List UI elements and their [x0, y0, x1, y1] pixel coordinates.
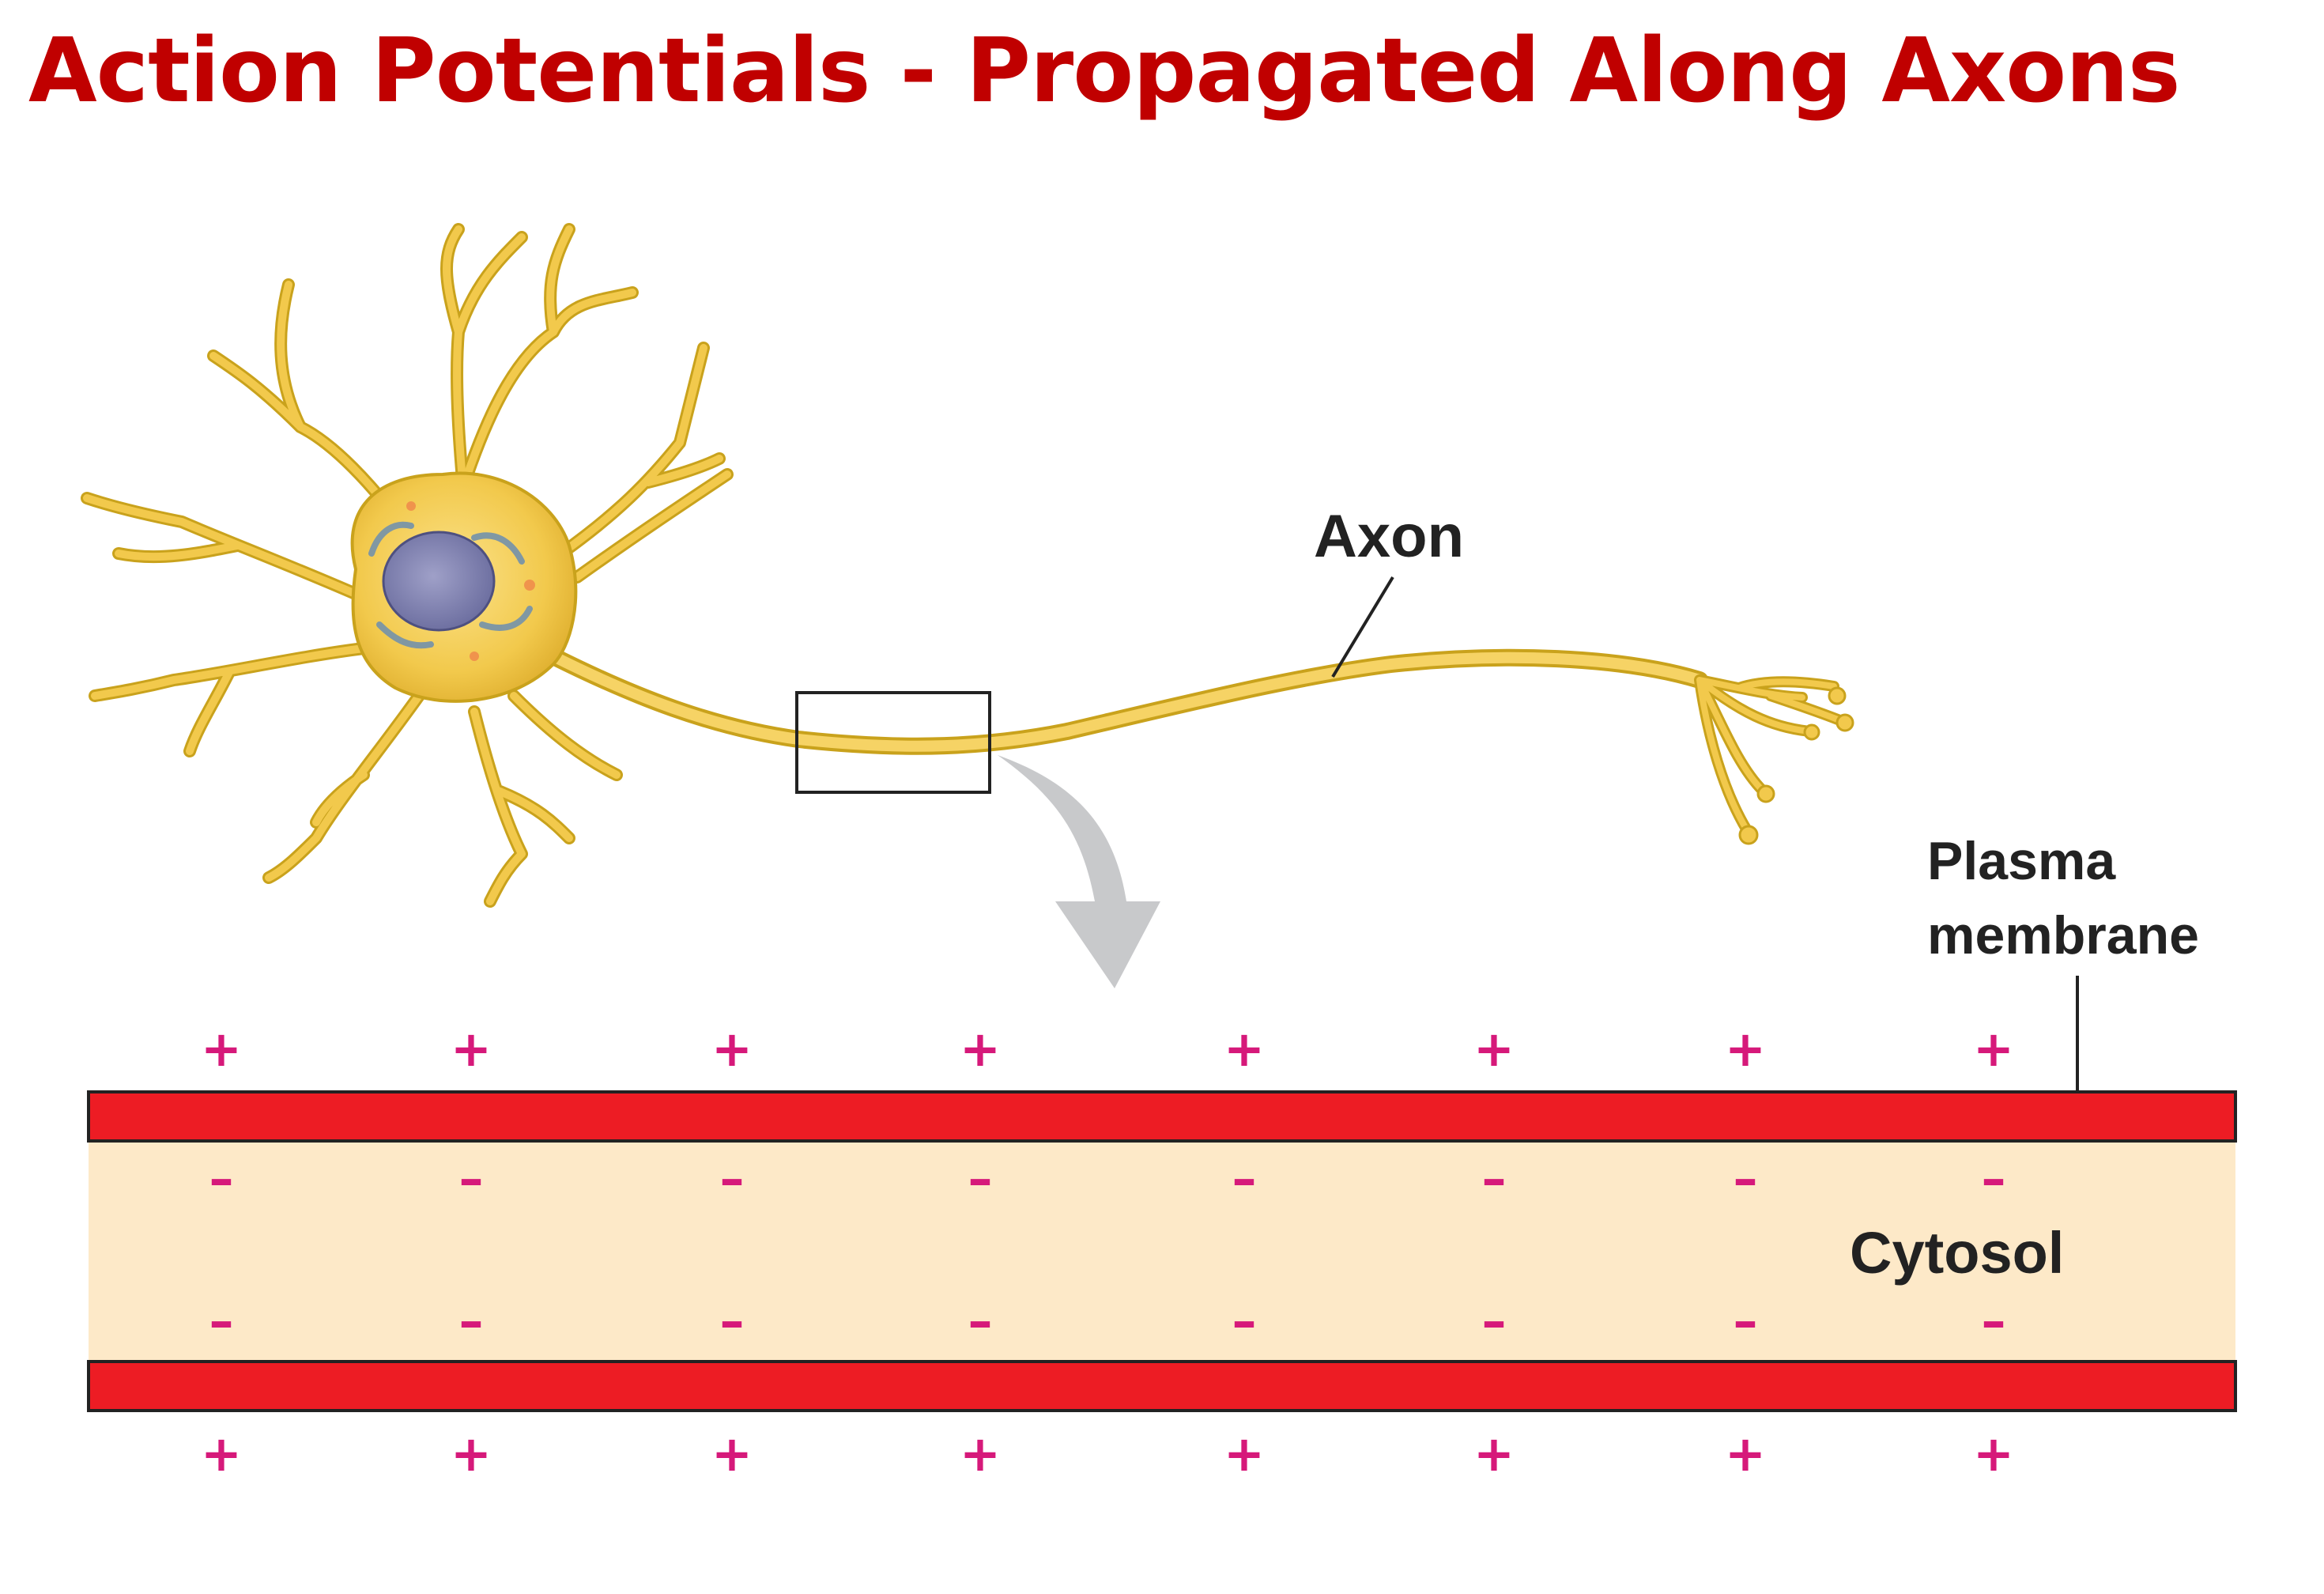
outside-positive-charge: +: [1973, 1020, 2014, 1078]
outside-positive-charge: +: [201, 1020, 242, 1078]
axon-pointer-line: [1331, 576, 1394, 678]
axon-terminals: [1694, 674, 1854, 845]
outside-positive-charge: +: [960, 1425, 1001, 1483]
zoom-box: [795, 691, 991, 794]
nucleus: [382, 531, 496, 632]
outside-positive-charge: +: [1973, 1425, 2014, 1483]
axon-label: Axon: [1314, 503, 1464, 570]
inside-negative-charge: –: [1734, 1292, 1758, 1350]
lower-membrane: [87, 1360, 2237, 1412]
inside-negative-charge: –: [1232, 1292, 1257, 1350]
outside-positive-charge: +: [711, 1020, 753, 1078]
outside-positive-charge: +: [711, 1425, 753, 1483]
outside-positive-charge: +: [451, 1020, 492, 1078]
outside-positive-charge: +: [1473, 1020, 1515, 1078]
inside-negative-charge: –: [968, 1292, 993, 1350]
neuron: [81, 223, 1854, 908]
plasma-membrane-label-line1: Plasma: [1927, 831, 2116, 891]
plasma-membrane-label-line2: membrane: [1927, 905, 2199, 965]
magnify-arrow: [998, 755, 1160, 988]
inside-negative-charge: –: [459, 1150, 484, 1207]
outside-positive-charge: +: [1725, 1425, 1766, 1483]
outside-positive-charge: +: [1224, 1020, 1265, 1078]
inside-negative-charge: –: [459, 1292, 484, 1350]
inside-negative-charge: –: [1982, 1292, 2006, 1350]
organelles: [368, 501, 535, 661]
outside-positive-charge: +: [1473, 1425, 1515, 1483]
inside-negative-charge: –: [209, 1150, 234, 1207]
inside-negative-charge: –: [1482, 1150, 1507, 1207]
outside-positive-charge: +: [1725, 1020, 1766, 1078]
inside-negative-charge: –: [1734, 1150, 1758, 1207]
inside-negative-charge: –: [1982, 1150, 2006, 1207]
inside-negative-charge: –: [209, 1292, 234, 1350]
inside-negative-charge: –: [720, 1150, 745, 1207]
inside-negative-charge: –: [720, 1292, 745, 1350]
axon-cross-section: Cytosol + + + + + + + + – – – – – – – – – – – – – – – – + + + + + + + +: [87, 1020, 2237, 1483]
slide-title: Action Potentials - Propagated Along Axo…: [28, 20, 2181, 123]
cytosol-region: [89, 1140, 2235, 1363]
charge-markers: + + + + + + + + – – – – – – – – – – – – – – – – + + + + + + + +: [201, 1020, 2014, 1483]
outside-positive-charge: +: [1224, 1425, 1265, 1483]
upper-membrane: [87, 1090, 2237, 1143]
inside-negative-charge: –: [1232, 1150, 1257, 1207]
inside-negative-charge: –: [968, 1150, 993, 1207]
outside-positive-charge: +: [960, 1020, 1001, 1078]
outside-positive-charge: +: [201, 1425, 242, 1483]
cytosol-label: Cytosol: [1850, 1220, 2064, 1286]
svg-text:Plasma membrane: Plasma membrane: [1927, 831, 2199, 965]
outside-positive-charge: +: [451, 1425, 492, 1483]
inside-negative-charge: –: [1482, 1292, 1507, 1350]
axon-shaft: [545, 648, 1708, 755]
